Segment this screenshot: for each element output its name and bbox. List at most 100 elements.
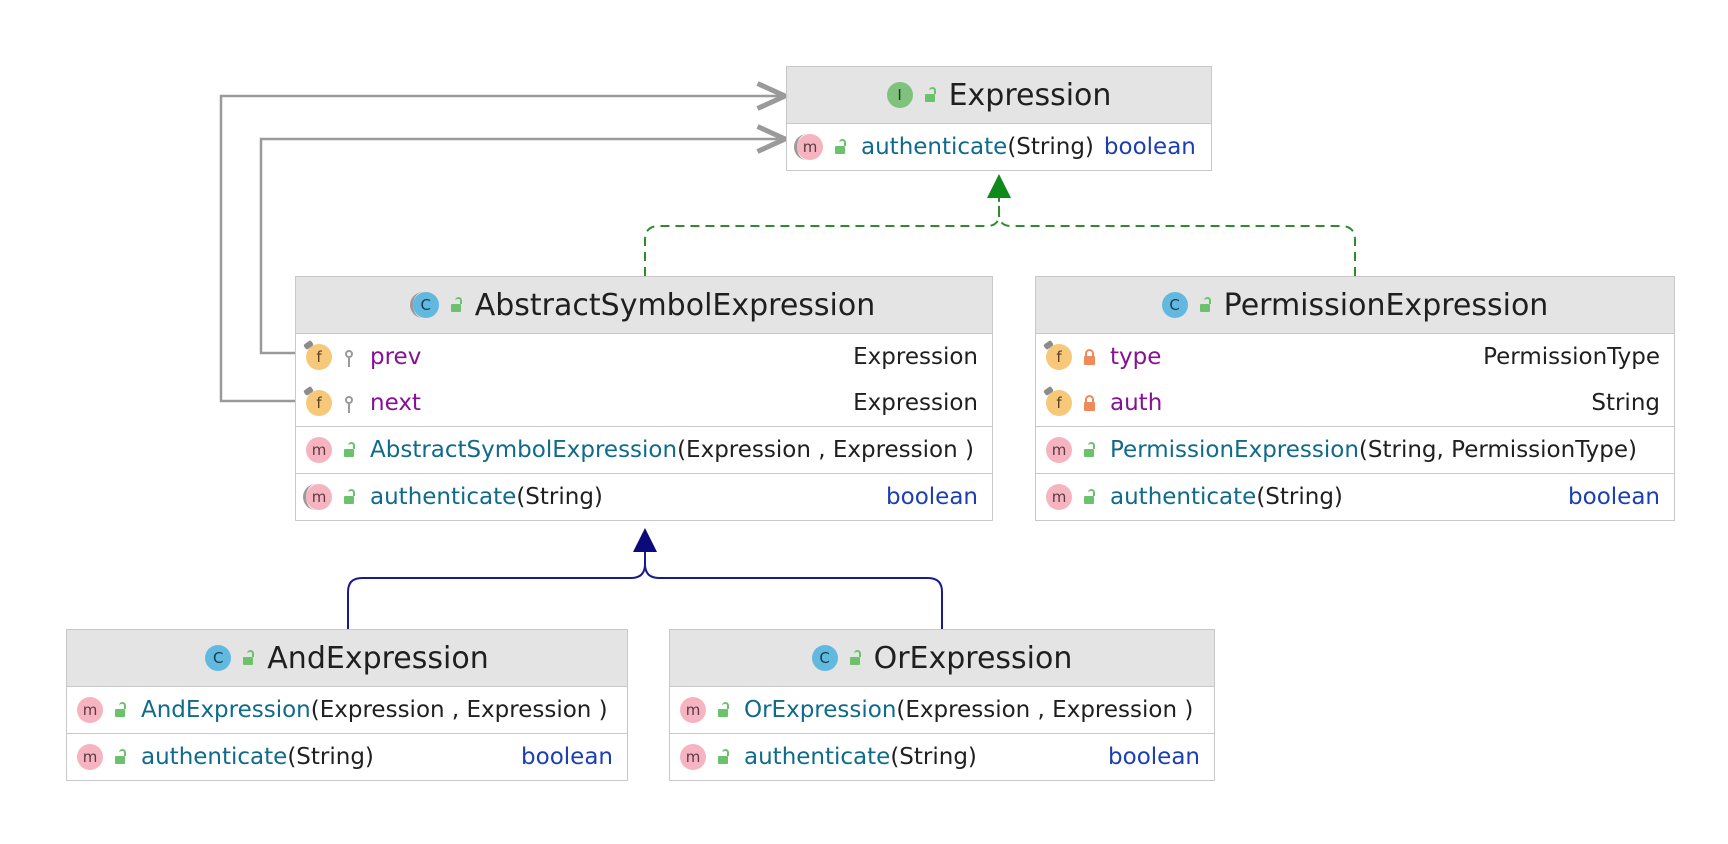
member-section: m PermissionExpression (String, Permissio… <box>1036 427 1674 474</box>
visibility-package-icon <box>340 394 358 413</box>
association-edge-prev <box>259 139 785 355</box>
class-icon: C <box>811 645 838 671</box>
method-row-authenticate[interactable]: m authenticate(String) boolean <box>67 734 627 780</box>
member-name: authenticate <box>141 744 288 770</box>
field-type: PermissionType <box>1483 344 1660 370</box>
visibility-public-icon <box>1196 296 1214 314</box>
class-header: I Expression <box>787 67 1211 124</box>
visibility-public-icon <box>921 86 939 104</box>
field-type: String <box>1591 390 1660 416</box>
field-type: Expression <box>853 344 978 370</box>
class-header: C PermissionExpression <box>1036 277 1674 334</box>
return-type: boolean <box>1108 744 1200 770</box>
member-section: m authenticate(String) boolean <box>670 734 1214 780</box>
visibility-public-icon <box>1080 488 1098 506</box>
member-name: AbstractSymbolExpression <box>370 437 678 463</box>
visibility-private-icon <box>1080 348 1098 366</box>
member-name: authenticate <box>744 744 891 770</box>
member-name: auth <box>1110 390 1163 416</box>
method-icon: m <box>680 744 706 770</box>
visibility-package-icon <box>340 348 358 367</box>
field-icon: f <box>1046 344 1072 370</box>
field-row-auth[interactable]: f auth String <box>1036 380 1674 426</box>
member-params: (String) <box>1256 484 1343 510</box>
visibility-public-icon <box>831 138 849 156</box>
member-params: (Expression , Expression ) <box>896 697 1194 723</box>
visibility-public-icon <box>714 701 732 719</box>
method-icon: m <box>680 697 706 723</box>
field-type: Expression <box>853 390 978 416</box>
class-name: AbstractSymbolExpression <box>474 287 876 323</box>
extends-edge-or-expression <box>644 550 943 629</box>
implements-edge-abstract-symbol-expression <box>644 196 1000 276</box>
member-params: (String) <box>1007 134 1094 160</box>
member-name: type <box>1110 344 1162 370</box>
implements-arrowhead <box>987 174 1011 198</box>
method-icon: m <box>1046 484 1072 510</box>
visibility-public-icon <box>111 701 129 719</box>
method-icon: m <box>77 744 103 770</box>
interface-icon: I <box>886 82 913 108</box>
method-icon: m <box>1046 437 1072 463</box>
return-type: boolean <box>1568 484 1660 510</box>
visibility-public-icon <box>1080 441 1098 459</box>
method-icon: m <box>303 484 332 510</box>
member-params: (Expression , Expression ) <box>677 437 974 463</box>
association-edge-next <box>219 96 785 403</box>
visibility-public-icon <box>111 748 129 766</box>
method-icon: m <box>77 697 103 723</box>
visibility-public-icon <box>340 488 358 506</box>
member-section: f type PermissionType f auth String <box>1036 334 1674 427</box>
class-node-permission-expression[interactable]: C PermissionExpression f type PermissionType… <box>1035 276 1675 521</box>
method-row-authenticate[interactable]: m authenticate(String) boolean <box>670 734 1214 780</box>
class-icon: C <box>1161 292 1188 318</box>
member-section: m authenticate(String) boolean <box>1036 474 1674 520</box>
field-row-type[interactable]: f type PermissionType <box>1036 334 1674 380</box>
class-icon: C <box>205 645 232 671</box>
class-name: AndExpression <box>267 640 489 676</box>
member-name: authenticate <box>1110 484 1257 510</box>
method-row-authenticate[interactable]: m authenticate(String) boolean <box>1036 474 1674 520</box>
class-name: PermissionExpression <box>1223 287 1549 323</box>
member-section: m authenticate(String) boolean <box>67 734 627 780</box>
class-name: Expression <box>948 77 1112 113</box>
method-icon: m <box>794 134 823 160</box>
member-params: (String) <box>890 744 977 770</box>
return-type: boolean <box>886 484 978 510</box>
member-params: (String) <box>287 744 374 770</box>
abstract-class-icon: C <box>409 292 439 318</box>
implements-edge-permission-expression <box>998 196 1356 276</box>
member-name: PermissionExpression <box>1110 437 1359 463</box>
member-params: (String, PermissionType) <box>1358 437 1637 463</box>
class-header: C AndExpression <box>67 630 627 687</box>
visibility-private-icon <box>1080 394 1098 412</box>
visibility-public-icon <box>340 441 358 459</box>
constructor-row[interactable]: m PermissionExpression (String, Permissio… <box>1036 427 1674 473</box>
field-icon: f <box>1046 390 1072 416</box>
return-type: boolean <box>521 744 613 770</box>
field-icon: f <box>306 390 332 416</box>
member-name: prev <box>370 344 422 370</box>
class-name: OrExpression <box>873 640 1073 676</box>
member-name: next <box>370 390 421 416</box>
member-name: AndExpression <box>141 697 311 723</box>
visibility-public-icon <box>846 649 864 667</box>
field-row-next[interactable]: f next Expression <box>296 380 992 426</box>
member-name: authenticate <box>861 134 1008 160</box>
